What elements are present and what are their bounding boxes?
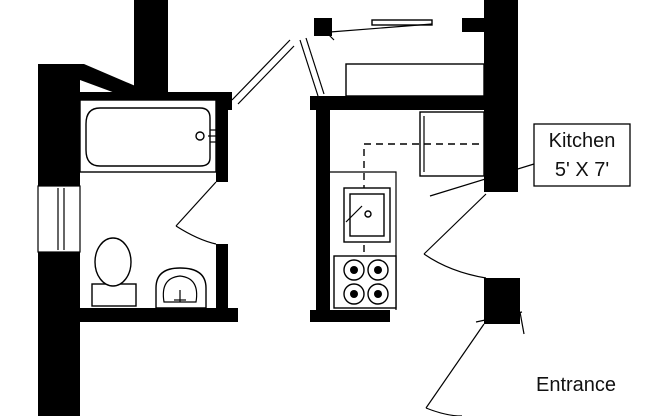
right-wall-lower	[484, 278, 520, 324]
kitchen-room-name: Kitchen	[549, 130, 616, 152]
top-wall-fragment-left	[314, 18, 332, 36]
kitchen-top-wall	[310, 96, 488, 110]
top-doors	[231, 19, 433, 105]
toilet	[91, 237, 137, 307]
kitchen-label: Kitchen 5' X 7'	[533, 123, 631, 187]
kitchen-left-wall	[316, 100, 330, 322]
left-window	[37, 185, 81, 253]
left-outer-wall-lower	[38, 250, 80, 416]
kitchen-fixtures	[330, 111, 485, 310]
top-wall-fragment-right	[462, 18, 486, 32]
right-wall-upper	[484, 0, 518, 192]
bathtub	[79, 99, 222, 173]
bathroom-door	[175, 181, 217, 245]
bathroom-right-wall-upper	[216, 100, 228, 182]
bathroom-top-wall	[80, 92, 228, 100]
bathroom-sink	[155, 267, 207, 309]
left-outer-wall	[38, 70, 80, 188]
entrance-room-name: Entrance	[536, 374, 616, 396]
kitchen-bottom-wall	[310, 310, 390, 322]
top-closet-rail	[371, 19, 433, 26]
counter-above-kitchen	[345, 63, 485, 97]
kitchen-dimensions: 5' X 7'	[555, 159, 609, 181]
kitchen-label-leader	[429, 163, 535, 197]
bathroom-right-wall-lower	[216, 244, 228, 320]
kitchen-label-box	[533, 123, 631, 187]
bathroom-top-wall-vertical	[134, 0, 168, 92]
walls	[38, 0, 520, 416]
bathroom-bottom-wall	[80, 308, 238, 322]
